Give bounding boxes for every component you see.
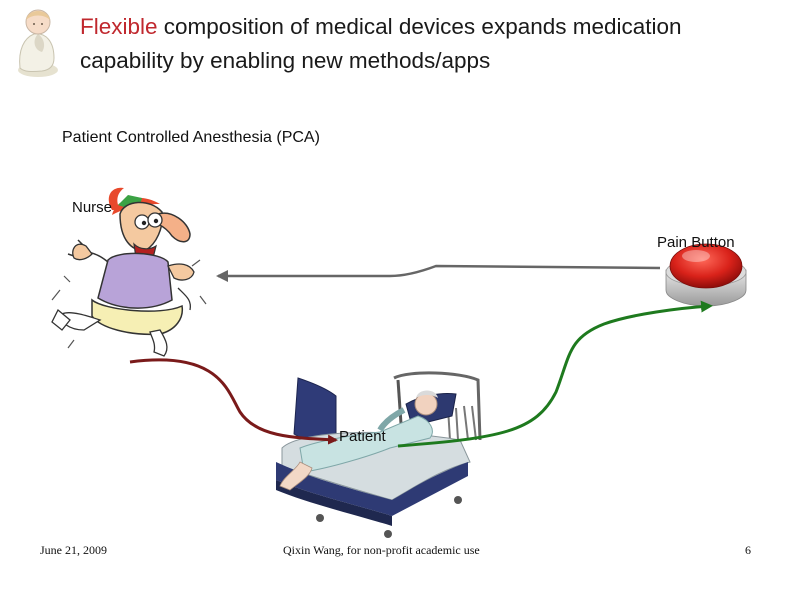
nurse-label: Nurse <box>72 199 113 216</box>
patient-label: Patient <box>339 428 386 445</box>
title-rest: composition of medical devices expands m… <box>80 14 682 73</box>
title-accent: Flexible <box>80 14 158 39</box>
pain-button-icon <box>665 243 747 307</box>
button-to-nurse-arrow <box>216 264 661 282</box>
praying-child-icon <box>18 9 58 77</box>
nurse-to-patient-arrow <box>129 358 338 445</box>
nurse-illustration <box>51 187 207 357</box>
pain-button-label: Pain Button <box>657 234 735 251</box>
page-number: 6 <box>745 543 751 557</box>
patient-bed-illustration <box>276 371 482 538</box>
slide-title: Flexible composition of medical devices … <box>80 10 780 78</box>
patient-to-button-arrow <box>397 300 713 448</box>
footer-credit: Qixin Wang, for non-profit academic use <box>283 543 480 557</box>
diagram-subtitle: Patient Controlled Anesthesia (PCA) <box>62 129 320 146</box>
footer-date: June 21, 2009 <box>40 543 107 557</box>
